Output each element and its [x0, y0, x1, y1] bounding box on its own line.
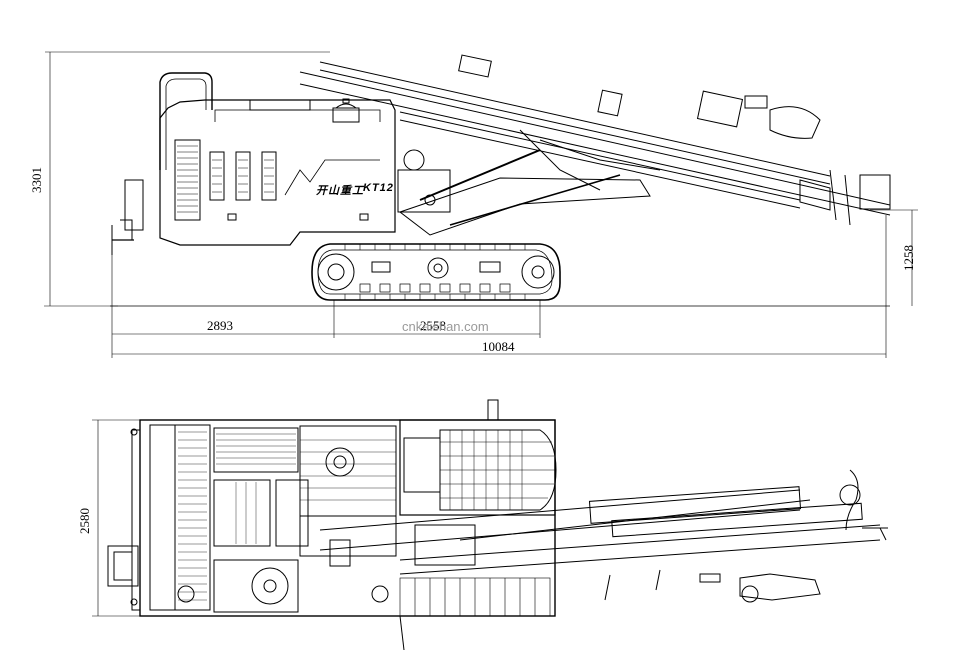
- top-view: [92, 399, 888, 651]
- model-label: KT12: [363, 182, 394, 194]
- side-view: [44, 51, 918, 358]
- logo-text: 开山重工: [316, 185, 364, 197]
- dimension-track-height: 1258: [901, 245, 916, 271]
- dimension-track-length: 2558: [420, 318, 446, 333]
- watermark: cnkaishan.com: [402, 319, 489, 334]
- dimension-front-overhang: 2893: [207, 318, 233, 333]
- dimension-overall-height: 3301: [29, 167, 44, 193]
- dimension-overall-length: 10084: [482, 339, 515, 354]
- dimension-overall-width: 2580: [77, 508, 92, 534]
